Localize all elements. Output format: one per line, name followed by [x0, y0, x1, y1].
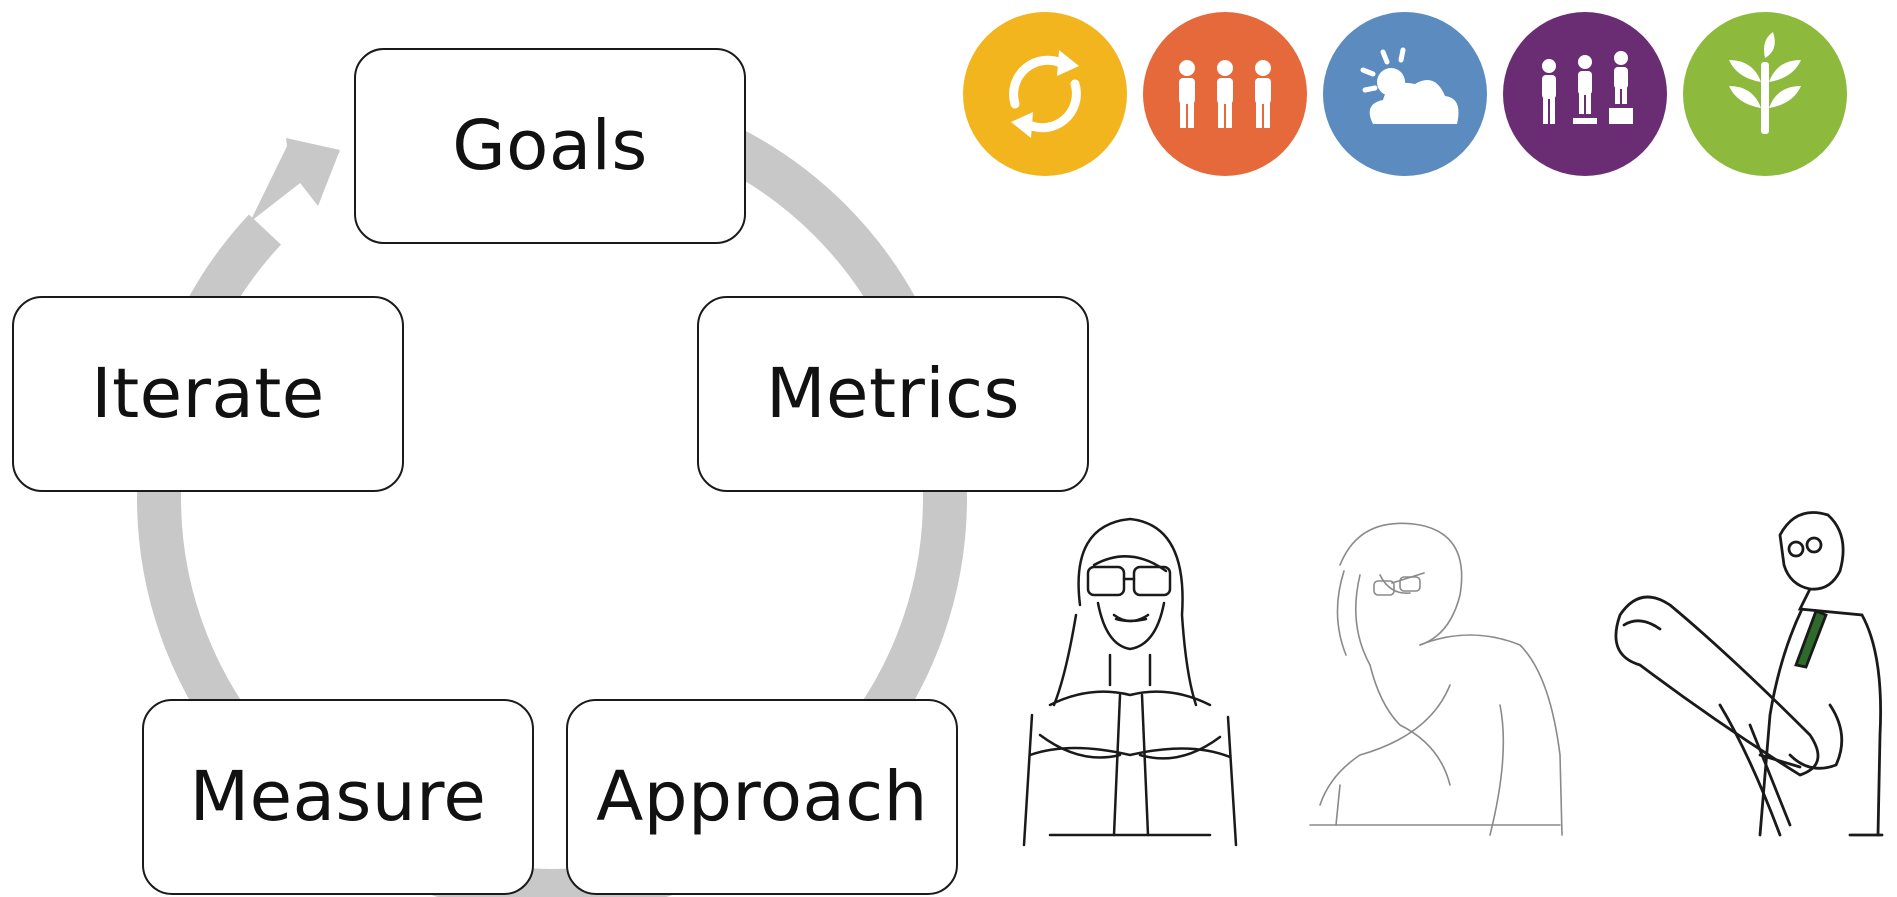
- step-measure: Measure: [142, 699, 534, 895]
- illustrations: [1000, 505, 1890, 850]
- step-goals: Goals: [354, 48, 746, 244]
- step-goals-label: Goals: [452, 106, 648, 186]
- step-metrics: Metrics: [697, 296, 1089, 492]
- woman-drawing-sketch: [1300, 505, 1580, 850]
- sun-cloud-icon: [1323, 12, 1487, 176]
- sprout-icon: [1683, 12, 1847, 176]
- woman-arms-crossed-sketch: [1010, 505, 1250, 850]
- step-iterate-label: Iterate: [91, 354, 325, 434]
- refresh-cycle-icon: [963, 12, 1127, 176]
- step-metrics-label: Metrics: [766, 354, 1020, 434]
- step-measure-label: Measure: [189, 757, 487, 837]
- three-people-icon: [1143, 12, 1307, 176]
- step-approach: Approach: [566, 699, 958, 895]
- step-iterate: Iterate: [12, 296, 404, 492]
- cycle-arrowhead-tip: [286, 138, 340, 206]
- people-on-pedestals-icon: [1503, 12, 1667, 176]
- step-approach-label: Approach: [596, 757, 928, 837]
- icon-row: [955, 8, 1867, 184]
- man-with-blueprints-sketch: [1600, 505, 1890, 850]
